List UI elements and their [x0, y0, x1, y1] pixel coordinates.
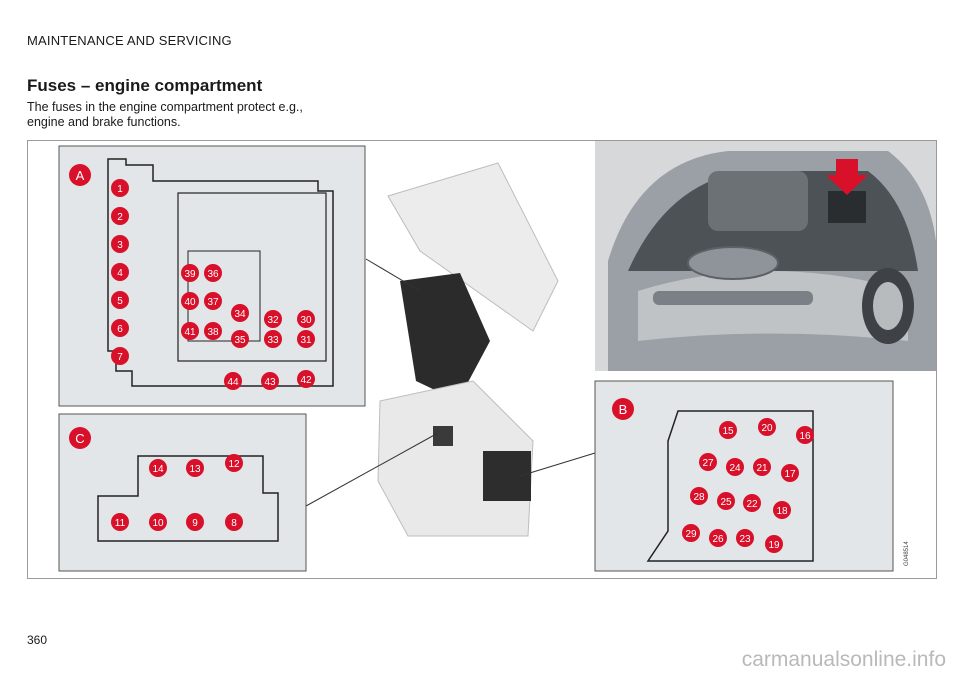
fuse-label: 21 [756, 463, 768, 474]
leader-line-a [365, 258, 421, 292]
fuse-label: 25 [720, 497, 732, 508]
fuse-label: 9 [192, 518, 198, 529]
fuse-label: 30 [300, 315, 312, 326]
fuse-diagram-svg: A 1 2 3 4 5 6 7 39 [58, 141, 936, 572]
fuse-label: 42 [300, 375, 312, 386]
fuse-label: 27 [702, 458, 714, 469]
article-title: Fuses – engine compartment [27, 76, 263, 95]
leader-line-c [305, 432, 439, 507]
fuse-label: 29 [685, 529, 697, 540]
fuse-label: 2 [117, 212, 123, 223]
fuse-label: 31 [300, 335, 312, 346]
fuse-label: 44 [227, 377, 239, 388]
figure-code: G048514 [904, 541, 910, 566]
leader-line-b [519, 452, 596, 477]
fuse-label: 35 [234, 335, 246, 346]
footer-watermark: carmanualsonline.info [741, 648, 946, 671]
fuse-label: 6 [117, 324, 123, 335]
fuse-box-illustration [377, 162, 559, 537]
fuse-label: 11 [115, 518, 126, 529]
fuse-label: 4 [117, 268, 123, 279]
fuse-location-figure: A 1 2 3 4 5 6 7 39 [27, 140, 937, 579]
fuse-panel-c: C 14 13 12 11 10 9 8 [58, 413, 307, 572]
fuse-label: 24 [729, 463, 741, 474]
fuse-label: 1 [117, 184, 123, 195]
fuse-label: 22 [746, 499, 758, 510]
panel-letter-c: C [75, 431, 84, 446]
fuse-label: 26 [712, 534, 724, 545]
fuse-label: 33 [267, 335, 279, 346]
fuse-label: 12 [228, 459, 240, 470]
fuse-label: 8 [231, 518, 237, 529]
fuse-label: 19 [768, 540, 780, 551]
fuse-label: 34 [234, 309, 246, 320]
fuse-label: 41 [184, 327, 196, 338]
article-intro: The fuses in the engine compartment prot… [27, 100, 303, 129]
fuse-label: 17 [784, 469, 796, 480]
fuse-label: 23 [739, 534, 751, 545]
fuse-label: 32 [267, 315, 279, 326]
fuse-label: 43 [264, 377, 276, 388]
fuse-label: 5 [117, 296, 123, 307]
fuse-label: 40 [184, 297, 196, 308]
fuse-label: 37 [207, 297, 219, 308]
fuse-label: 14 [152, 464, 164, 475]
fuse-label: 7 [117, 352, 123, 363]
engine-compartment-photo [595, 141, 936, 371]
page-number: 360 [27, 633, 48, 647]
fuse-label: 16 [799, 431, 811, 442]
fuse-label: 28 [693, 492, 705, 503]
fuse-label: 38 [207, 327, 219, 338]
fuse-label: 39 [184, 269, 196, 280]
panel-letter-b: B [619, 402, 628, 417]
panel-letter-a: A [76, 168, 85, 183]
fuse-label: 15 [722, 426, 734, 437]
fuse-panel-a: A 1 2 3 4 5 6 7 39 [58, 145, 366, 407]
section-header: MAINTENANCE AND SERVICING [27, 33, 232, 48]
fuse-label: 13 [189, 464, 201, 475]
fuse-label: 36 [207, 269, 219, 280]
fuse-label: 10 [152, 518, 164, 529]
fuse-label: 18 [776, 506, 788, 517]
fuse-label: 20 [761, 423, 773, 434]
fuse-label: 3 [117, 240, 123, 251]
fuse-panel-b: B 15 20 16 27 24 21 17 28 25 22 18 29 2 [594, 380, 910, 572]
